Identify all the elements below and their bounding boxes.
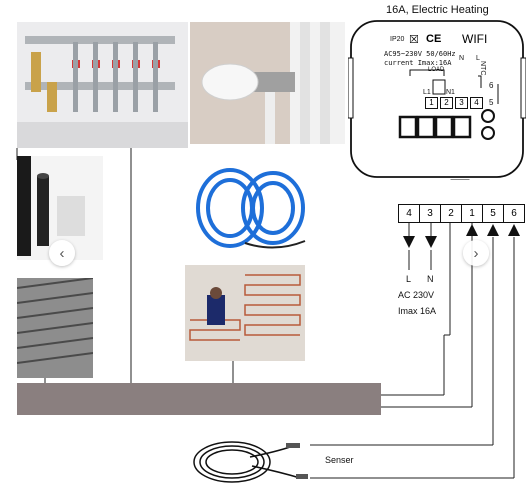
arrow-load: [466, 224, 478, 236]
manifold-photo: [17, 22, 188, 148]
heating-mat-photo: [17, 278, 93, 378]
side-pin-6: 6: [489, 81, 494, 90]
spec-line-1: AC95~230V 50/60Hz: [384, 50, 456, 58]
relay-box: [416, 115, 436, 139]
chevron-left-icon: ‹: [59, 244, 65, 262]
carousel-next-button[interactable]: ›: [463, 240, 489, 266]
floor-bus-bar: [17, 383, 381, 415]
side-pin-5: 5: [489, 98, 494, 107]
radiator-valve-photo: [190, 22, 345, 144]
arrow-sensor-a: [487, 224, 499, 236]
max-current-label: Imax 16A: [398, 306, 437, 316]
terminal-2: 2: [440, 204, 462, 223]
relay-box: [452, 115, 472, 139]
diagram-title: 16A, Electric Heating: [386, 4, 489, 16]
sensor-cable-photo: [190, 432, 310, 492]
live-label: L: [406, 274, 412, 284]
thermostat-pin: 2: [440, 97, 453, 109]
floor-installation-photo: [185, 265, 305, 361]
arrow-n: [425, 236, 437, 248]
load-label: LOAD: [428, 67, 445, 73]
supply-voltage-label: AC 230V: [398, 290, 435, 300]
thermostat-pin-row: 1 2 3 4: [425, 97, 483, 109]
chevron-right-icon: ›: [473, 244, 479, 262]
carousel-prev-button[interactable]: ‹: [49, 240, 75, 266]
trash-bin-icon: ☒: [409, 34, 419, 46]
sensor-label: Senser: [325, 455, 354, 465]
n1-label: N1: [446, 89, 455, 96]
arrow-heads: [403, 224, 520, 248]
terminal-6: 6: [503, 204, 525, 223]
heating-cable-photo: [185, 163, 315, 263]
terminal-4: 4: [398, 204, 420, 223]
arrow-l: [403, 236, 415, 248]
thermostat-pin: 1: [425, 97, 438, 109]
ce-mark: CE: [426, 33, 442, 45]
wifi-label: WIFI: [462, 32, 488, 46]
l1-label: L1: [423, 89, 431, 96]
thermostat-pin: 4: [470, 97, 483, 109]
arrow-sensor-b: [508, 224, 520, 236]
terminal-1: 1: [461, 204, 483, 223]
neutral-label: N: [427, 274, 434, 284]
terminal-3: 3: [419, 204, 441, 223]
n-label: N: [459, 55, 465, 62]
relay-box: [434, 115, 454, 139]
spec-line-2: current Imax:16A: [384, 59, 452, 67]
thermostat-pin: 3: [455, 97, 468, 109]
terminal-5: 5: [482, 204, 504, 223]
ip-rating: IP20: [390, 36, 405, 43]
ntc-label: NTC: [479, 61, 486, 76]
relay-box: [398, 115, 418, 139]
l-label: L: [476, 55, 480, 62]
